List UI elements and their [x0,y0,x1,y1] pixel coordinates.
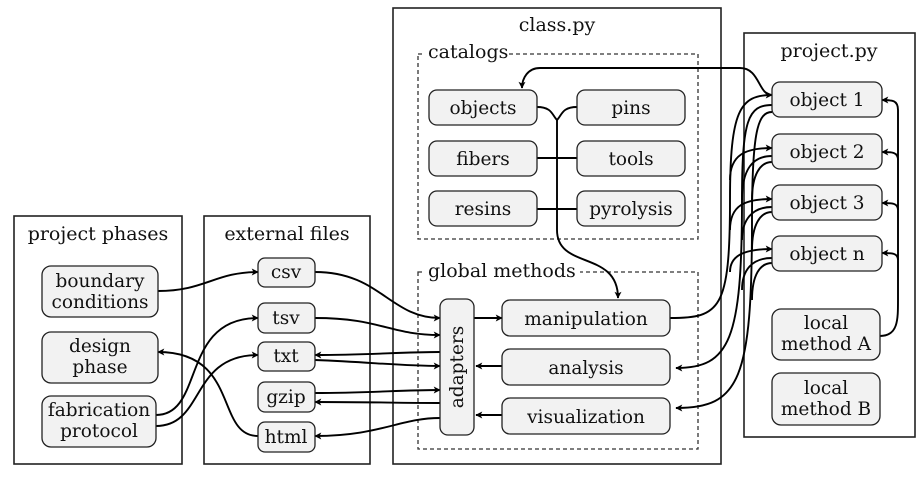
edge-object1-to-analysis [675,104,773,372]
edge-tsv-to-adapters [314,317,441,339]
edge-manipulation-to-object3 [729,195,773,231]
svg-text:phase: phase [72,357,127,378]
edge-fabrication-to-tsv [155,314,259,416]
svg-text:method B: method B [781,399,871,420]
edge-catalog-brace-2 [556,106,578,121]
node-fabrication-protocol: fabrication protocol [41,395,157,448]
edge-catalogs-to-manipulation [556,229,622,299]
edge-objectn-to-analysis [741,257,773,291]
node-adapters: adapters [439,298,475,436]
svg-text:conditions: conditions [51,292,148,313]
edge-html-to-design [157,348,259,437]
svg-text:adapters: adapters [447,326,468,408]
svg-text:boundary: boundary [56,271,146,292]
edge-manipulation-to-object1 [669,91,773,319]
edge-object3-to-analysis [741,206,773,241]
svg-text:object 3: object 3 [789,193,864,214]
node-html: html [257,421,316,453]
edge-manipulation-to-object2 [729,144,773,181]
node-analysis: analysis [501,348,671,386]
svg-text:manipulation: manipulation [524,309,648,330]
svg-text:analysis: analysis [548,358,623,379]
svg-text:resins: resins [455,199,512,220]
svg-text:fibers: fibers [456,149,509,170]
node-object-n: object n [771,235,883,272]
edge-object1-to-objects [518,67,773,96]
edge-boundary-to-csv [157,268,259,292]
group-title-global-methods: global methods [428,260,576,282]
node-object-2: object 2 [771,133,883,170]
svg-text:pyrolysis: pyrolysis [589,199,673,220]
svg-text:method A: method A [781,334,872,355]
node-design-phase: design phase [41,331,159,384]
edge-localA-to-object2 [881,148,899,161]
edge-adapters-to-html [314,417,441,440]
node-object-3: object 3 [771,184,883,221]
svg-text:protocol: protocol [60,421,138,442]
svg-text:gzip: gzip [266,387,305,408]
svg-text:csv: csv [271,262,302,283]
edge-object2-to-analysis [741,155,773,201]
edge-gzip-to-adapters [314,386,441,394]
svg-text:fabrication: fabrication [48,400,150,421]
svg-text:objects: objects [450,98,517,119]
node-manipulation: manipulation [501,299,671,337]
edge-objectn-to-visualization [751,262,773,301]
svg-text:txt: txt [273,346,299,367]
edges [155,67,899,440]
svg-text:html: html [265,427,308,448]
edge-localA-to-object1 [881,96,899,111]
svg-text:local: local [804,378,848,399]
node-fibers: fibers [428,140,538,177]
node-resins: resins [428,190,538,227]
panel-title-project-py: project.py [780,40,877,62]
edge-adapters-to-gzip [314,398,441,406]
node-pyrolysis: pyrolysis [576,190,686,227]
edge-object3-to-visualization [751,211,773,251]
svg-text:local: local [804,313,848,334]
edge-catalog-brace-1 [536,106,558,121]
node-boundary-conditions: boundary conditions [41,265,159,318]
edge-object2-to-visualization [751,161,773,201]
edge-fabrication-to-txt [155,351,259,427]
node-visualization: visualization [501,397,671,435]
group-global-methods: global methods [417,260,699,450]
node-txt: txt [257,341,316,372]
edge-adapters-to-txt-1 [314,351,441,359]
node-tools: tools [576,140,686,177]
edge-txt-to-adapters [314,359,441,370]
svg-text:tools: tools [608,149,653,170]
node-local-method-b: local method B [771,372,881,426]
group-title-catalogs: catalogs [428,41,508,63]
node-csv: csv [257,257,316,288]
svg-text:object 2: object 2 [789,142,864,163]
panel-title-project-phases: project phases [28,223,169,245]
node-pins: pins [576,89,686,126]
svg-text:object 1: object 1 [789,90,864,111]
svg-text:object n: object n [789,244,864,265]
panel-title-external-files: external files [224,223,349,245]
node-gzip: gzip [257,381,316,413]
node-objects: objects [428,89,538,126]
edge-csv-to-adapters [314,271,441,322]
edge-localA-to-object3 [881,199,899,211]
svg-text:pins: pins [611,98,650,119]
svg-text:tsv: tsv [272,308,300,329]
edge-localA-to-objects [879,110,899,337]
edge-localA-to-objectn [881,249,899,261]
node-local-method-a: local method A [771,308,881,361]
node-tsv: tsv [257,302,316,334]
svg-text:visualization: visualization [526,407,645,428]
node-object-1: object 1 [771,81,883,118]
svg-text:design: design [69,336,131,357]
panel-title-class-py: class.py [519,14,596,36]
